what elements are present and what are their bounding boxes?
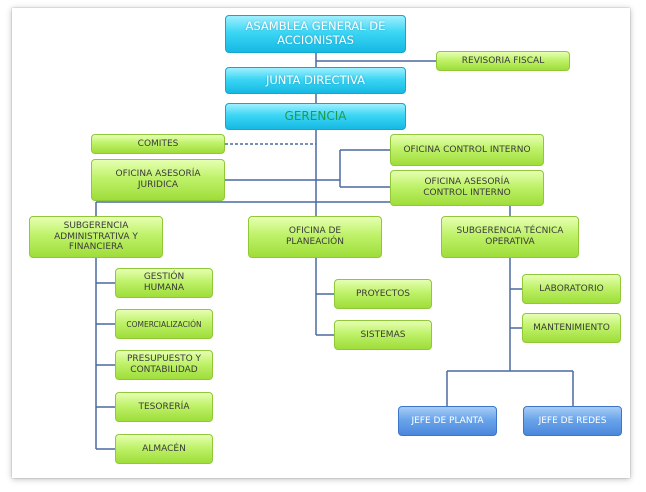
node-comites: COMITES xyxy=(91,134,225,154)
node-jefe-redes: JEFE DE REDES xyxy=(523,406,622,436)
node-tesoreria: TESORERÍA xyxy=(115,392,213,422)
node-junta-directiva: JUNTA DIRECTIVA xyxy=(225,67,406,94)
node-asamblea: ASAMBLEA GENERAL DE ACCIONISTAS xyxy=(225,15,406,53)
node-comercializacion: COMERCIALIZACIÓN xyxy=(115,309,213,339)
node-sistemas: SISTEMAS xyxy=(334,320,432,350)
node-oficina-planeacion: OFICINA DE PLANEACIÓN xyxy=(248,216,382,258)
node-jefe-planta: JEFE DE PLANTA xyxy=(398,406,497,436)
node-oficina-control-interno: OFICINA CONTROL INTERNO xyxy=(390,134,544,166)
node-laboratorio: LABORATORIO xyxy=(522,274,621,304)
node-subgerencia-administrativa: SUBGERENCIA ADMINISTRATIVA Y FINANCIERA xyxy=(29,216,163,258)
node-revisoria-fiscal: REVISORIA FISCAL xyxy=(436,51,570,71)
node-mantenimiento: MANTENIMIENTO xyxy=(522,313,621,343)
node-gestion-humana: GESTIÓN HUMANA xyxy=(115,268,213,298)
node-oficina-asesoria-control-interno: OFICINA ASESORÍA CONTROL INTERNO xyxy=(390,170,544,206)
node-proyectos: PROYECTOS xyxy=(334,279,432,309)
node-oficina-asesoria-juridica: OFICINA ASESORÍA JURIDICA xyxy=(91,159,225,201)
node-presupuesto-contabilidad: PRESUPUESTO Y CONTABILIDAD xyxy=(115,350,213,380)
node-subgerencia-tecnica: SUBGERENCIA TÉCNICA OPERATIVA xyxy=(441,216,579,258)
node-almacen: ALMACÉN xyxy=(115,434,213,464)
node-gerencia: GERENCIA xyxy=(225,103,406,130)
